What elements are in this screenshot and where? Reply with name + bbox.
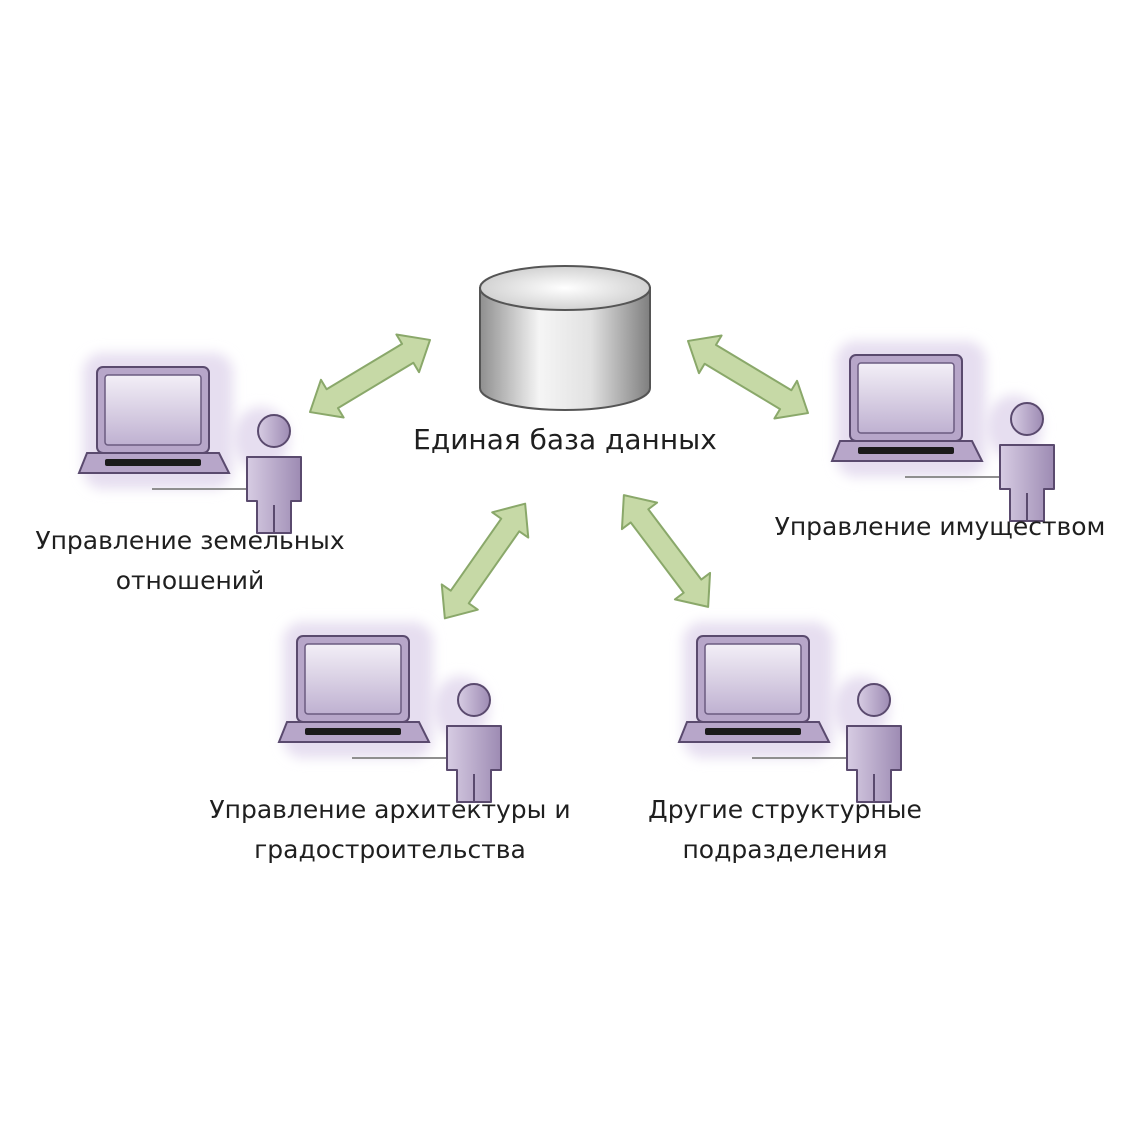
- node-label-line: Управление имуществом: [774, 512, 1106, 541]
- node-label-line: подразделения: [682, 835, 888, 864]
- workstation-property-icon: [832, 341, 1054, 521]
- node-label-line: градостроительства: [254, 835, 526, 864]
- arrow-property-db: [675, 321, 821, 433]
- arrow-land-db: [297, 320, 443, 432]
- database-cylinder-icon: [479, 265, 651, 411]
- database-label: Единая база данных: [413, 423, 717, 456]
- node-label-line: отношений: [115, 566, 265, 595]
- node-label-line: Управление земельных: [35, 526, 345, 555]
- workstation-other-icon: [679, 622, 901, 802]
- workstation-land-icon: [79, 353, 301, 533]
- node-label-line: Управление архитектуры и: [209, 795, 571, 824]
- node-label-property: Управление имуществом: [740, 507, 1140, 547]
- node-label-line: Другие структурные: [648, 795, 922, 824]
- arrow-other-db: [605, 480, 727, 622]
- node-label-architecture: Управление архитектуры и градостроительс…: [180, 790, 600, 870]
- node-label-land: Управление земельных отношений: [10, 521, 370, 601]
- arrow-architecture-db: [425, 490, 545, 632]
- node-label-other: Другие структурные подразделения: [610, 790, 960, 870]
- workstation-architecture-icon: [279, 622, 501, 802]
